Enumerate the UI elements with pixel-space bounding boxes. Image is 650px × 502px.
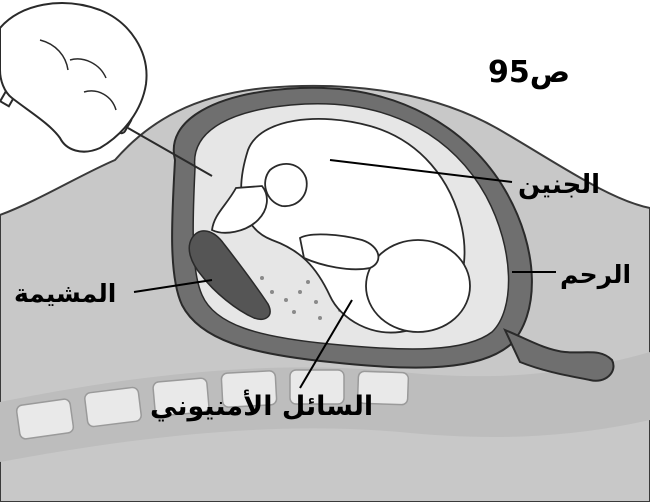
- page-reference: ص95: [488, 58, 570, 88]
- label-fetus: الجنين: [518, 172, 600, 198]
- hand-icon: [0, 3, 147, 152]
- label-placenta: المشيمة: [14, 281, 116, 306]
- fetus-head: [366, 240, 470, 332]
- label-uterus: الرحم: [560, 262, 631, 287]
- label-amniotic-fluid: السائل الأمنيوني: [150, 393, 373, 420]
